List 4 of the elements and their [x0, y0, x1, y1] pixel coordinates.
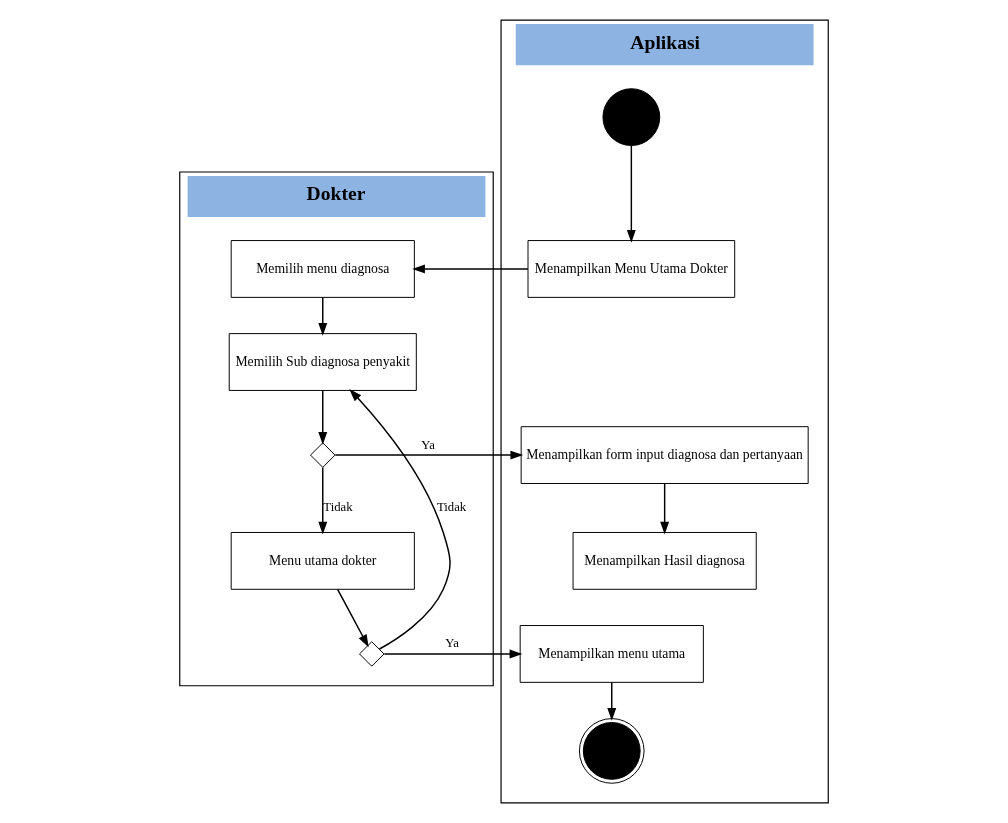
edge-label: Ya — [445, 636, 459, 651]
edge-label: Ya — [421, 437, 435, 452]
edge-label: Tidak — [436, 500, 467, 515]
edge-label: Tidak — [323, 500, 353, 515]
